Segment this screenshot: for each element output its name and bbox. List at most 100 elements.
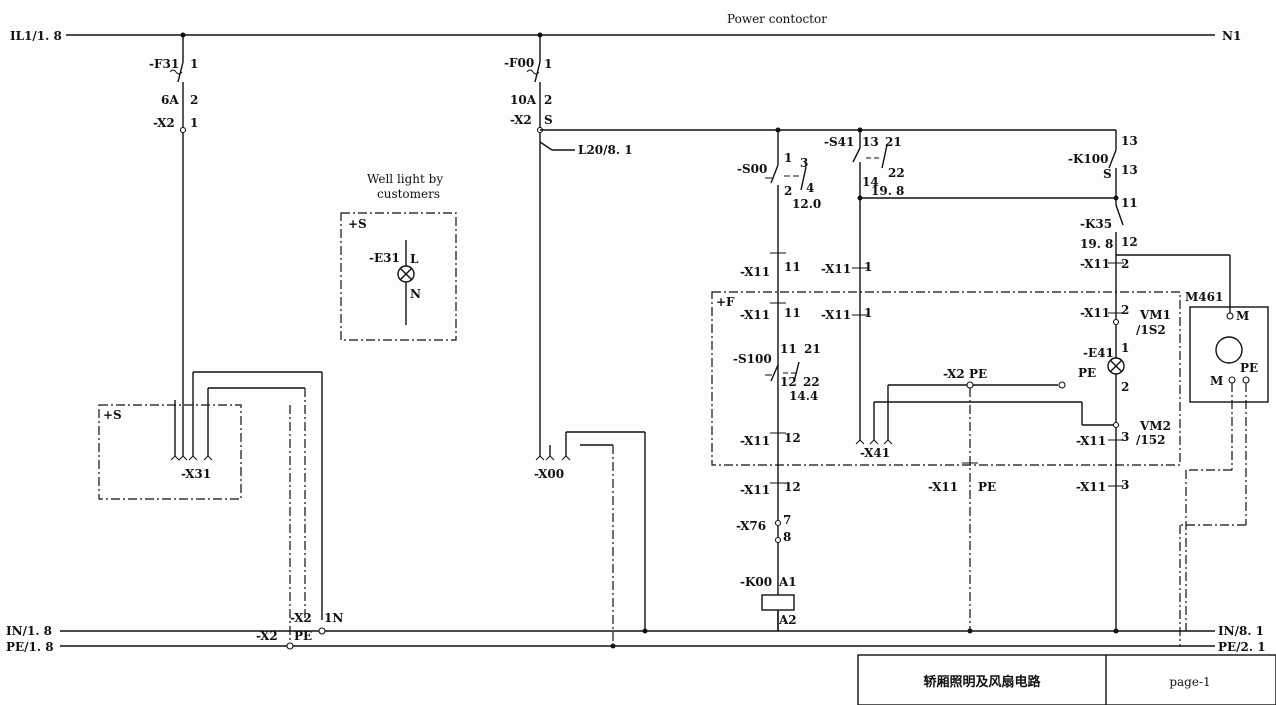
s100-label: -S100 bbox=[733, 352, 772, 366]
x11-label: -X11 bbox=[1080, 257, 1110, 271]
x41-label: -X41 bbox=[860, 446, 890, 460]
vm2-ref: /152 bbox=[1136, 433, 1165, 447]
x2-d-terminal: PE bbox=[294, 629, 312, 643]
s41-t21: 21 bbox=[885, 135, 902, 149]
x11-t11: 11 bbox=[784, 306, 801, 320]
s100-t21: 21 bbox=[804, 342, 821, 356]
x11-t3: 3 bbox=[1121, 430, 1129, 444]
diagram-title: 轿厢照明及风扇电路 bbox=[923, 674, 1041, 690]
x11-label: -X11 bbox=[740, 308, 770, 322]
s41-label: -S41 bbox=[824, 135, 854, 149]
l20-label: L20/8. 1 bbox=[578, 143, 633, 157]
x11-t3: 3 bbox=[1121, 478, 1129, 492]
x2-c-terminal: 1N bbox=[324, 611, 343, 625]
e41-t1: 1 bbox=[1121, 341, 1129, 355]
x11-t2: 2 bbox=[1121, 303, 1129, 317]
m461-label: M461 bbox=[1185, 290, 1223, 304]
f00-t1: 1 bbox=[544, 57, 552, 71]
x76-label: -X76 bbox=[736, 519, 766, 533]
well-light-line1: Well light by bbox=[367, 172, 443, 186]
bus-in-left-label: IN/1. 8 bbox=[6, 624, 52, 638]
f00-rating: 10A bbox=[510, 93, 537, 107]
x76-t8: 8 bbox=[783, 530, 791, 544]
x11-t11: 11 bbox=[784, 260, 801, 274]
k100-t13b: 13 bbox=[1121, 163, 1138, 177]
k100-label: -K100 bbox=[1068, 152, 1108, 166]
k100-t13a: 13 bbox=[1121, 134, 1138, 148]
s100-t22: 22 bbox=[803, 375, 820, 389]
s100-ref: 14.4 bbox=[789, 389, 818, 403]
k35-ref: 19. 8 bbox=[1080, 237, 1113, 251]
bus-pe-left-label: PE/1. 8 bbox=[6, 640, 54, 654]
f31-branch bbox=[169, 32, 187, 456]
loc-s-lamp-label: +S bbox=[348, 217, 367, 231]
f31-rating: 6A bbox=[161, 93, 179, 107]
x31-label: -X31 bbox=[181, 467, 211, 481]
k00-label: -K00 bbox=[740, 575, 772, 589]
x11-label: -X11 bbox=[821, 308, 851, 322]
m461-motor bbox=[1179, 255, 1269, 646]
bus-pe-right-label: PE/2. 1 bbox=[1218, 640, 1266, 654]
f00-t2: 2 bbox=[544, 93, 552, 107]
e41-label: -E41 bbox=[1083, 346, 1114, 360]
s00-t3: 3 bbox=[800, 156, 808, 170]
k35-t12: 12 bbox=[1121, 235, 1138, 249]
x2-c-label: -X2 bbox=[290, 611, 312, 625]
pe-column bbox=[962, 381, 978, 634]
bus-n1-right-label: N1 bbox=[1222, 29, 1241, 43]
x2-b-label: -X2 bbox=[510, 113, 532, 127]
x11-t12: 12 bbox=[784, 431, 801, 445]
x11-label: -X11 bbox=[740, 265, 770, 279]
x11-label: -X11 bbox=[1076, 434, 1106, 448]
s41-t13: 13 bbox=[862, 135, 879, 149]
x11-t1: 1 bbox=[864, 260, 872, 274]
x31-box bbox=[98, 371, 326, 650]
x00-label: -X00 bbox=[534, 467, 564, 481]
f31-t2: 2 bbox=[190, 93, 198, 107]
f00-branch bbox=[526, 32, 1116, 649]
x11-label: -X11 bbox=[740, 483, 770, 497]
s00-t2: 2 bbox=[784, 184, 792, 198]
k100-t11: 11 bbox=[1121, 196, 1138, 210]
k00-a2: A2 bbox=[778, 613, 797, 627]
k35-label: -K35 bbox=[1080, 217, 1112, 231]
x11-t1: 1 bbox=[864, 306, 872, 320]
well-light-box bbox=[340, 212, 457, 341]
e41-t2: 2 bbox=[1121, 380, 1129, 394]
s00-column bbox=[761, 127, 807, 631]
x11-label: -X11 bbox=[1076, 480, 1106, 494]
vm1-ref: /1S2 bbox=[1136, 323, 1166, 337]
power-contactor-label: Power contoctor bbox=[727, 12, 827, 26]
x76-t7: 7 bbox=[783, 513, 791, 527]
s41-t14: 14 bbox=[862, 175, 879, 189]
bus-lines bbox=[60, 34, 1215, 647]
x11-tpe: PE bbox=[978, 480, 996, 494]
page-number: page-1 bbox=[1169, 675, 1210, 689]
x11-label: -X11 bbox=[821, 262, 851, 276]
x2-a-label: -X2 bbox=[153, 116, 175, 130]
x2-b-terminal: S bbox=[544, 113, 553, 127]
x2pe-label: -X2 PE bbox=[943, 367, 987, 381]
f-box bbox=[711, 291, 1181, 466]
well-light-line2: customers bbox=[377, 187, 440, 201]
f31-t1: 1 bbox=[190, 57, 198, 71]
x11-t12: 12 bbox=[784, 480, 801, 494]
k100-s: S bbox=[1103, 167, 1112, 181]
s00-t1: 1 bbox=[784, 151, 792, 165]
x2-d-label: -X2 bbox=[256, 629, 278, 643]
vm1-label: VM1 bbox=[1139, 308, 1171, 322]
loc-s-box-label: +S bbox=[103, 408, 122, 422]
x11-label: -X11 bbox=[928, 480, 958, 494]
x11-t2: 2 bbox=[1121, 257, 1129, 271]
m461-m-top: M bbox=[1236, 309, 1249, 323]
title-block bbox=[857, 654, 1276, 705]
x11-label: -X11 bbox=[740, 434, 770, 448]
e31-l-label: L bbox=[410, 252, 419, 266]
s41-t22: 22 bbox=[888, 166, 905, 180]
x2-a-terminal: 1 bbox=[190, 116, 198, 130]
k100-column bbox=[1107, 130, 1230, 634]
loc-f-label: +F bbox=[716, 295, 735, 309]
s00-t4: 4 bbox=[806, 181, 814, 195]
